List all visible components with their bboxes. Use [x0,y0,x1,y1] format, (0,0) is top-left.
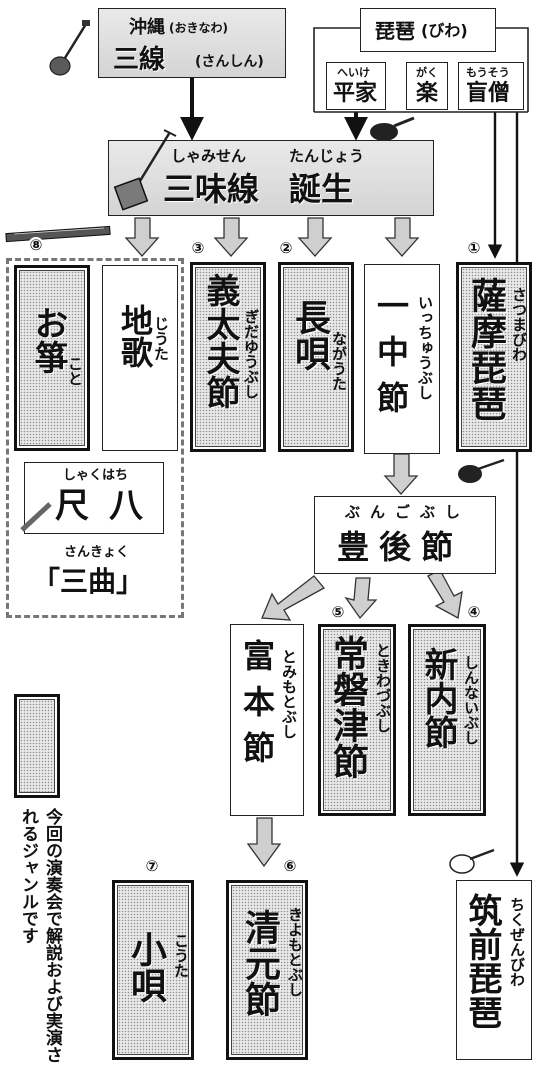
bungo-label: 豊後節 [337,528,464,566]
shinnai-reading: しんないぶし [462,655,480,745]
shakuhachi-label: 尺八 [55,486,163,526]
genre-nagauta: 長唄 ながうた [278,262,354,452]
biwa-instrument-icon [370,116,415,141]
chikuzen-reading: ちくぜんびわ [508,897,526,987]
sanshin-reading: (さんしん) [195,54,264,70]
shamisen-reading: しゃみせん [171,147,247,165]
gidayu-number: ③ [190,239,206,257]
koto-label: お箏 [28,306,68,374]
biwa-reading: (びわ) [421,21,468,40]
gray-arrow-jiuta [124,217,160,257]
genre-jiuta: 地歌 じうた [102,265,178,451]
biwa-moso-box: もうそう 盲僧 [458,62,524,110]
satsuma-number: ① [466,239,482,257]
itchu-reading: いっちゅうぶし [416,295,434,400]
moso-reading: もうそう [466,66,510,79]
chikuzen-label: 筑前琵琶 [462,893,502,1029]
tanjo-reading: たんじょう [289,147,365,165]
satsuma-biwa-icon [458,458,505,483]
gray-arrow-bungo [383,453,419,495]
tokiwazu-label: 常磐津節 [327,635,368,779]
sanshin-instrument-icon [49,20,90,76]
itchu-label: 一中節 [372,289,410,427]
kouta-label: 小唄 [125,931,166,1003]
shamisen-label: 三味線 [163,170,260,208]
tanjo-label: 誕生 [289,170,354,208]
genre-tokiwazu: 常磐津節 ときわづぶし [318,624,396,816]
koto-number: ⑧ [28,236,44,254]
sankyoku-label: 「三曲」 [32,565,145,598]
nagauta-reading: ながうた [330,331,348,391]
biwa-heike-box: へいけ 平家 [326,62,386,110]
genre-satsuma: 薩摩琵琶 さつまびわ [456,262,532,452]
gray-arrow-nagauta [297,217,333,257]
kiyomoto-label: 清元節 [239,909,280,1017]
chikuzen-biwa-icon [449,848,495,874]
sankyoku-reading: さんきょく [64,545,130,560]
moso-label: 盲僧 [466,81,511,106]
genre-koto: お箏 こと [14,265,90,451]
bungo-reading: ぶんごぶし [345,503,471,521]
genre-kouta: 小唄 こうた [112,880,194,1060]
biwa-gaku-box: がく 楽 [406,62,448,110]
shamisen-birth-box: しゃみせん たんじょう 三味線 誕生 [108,140,434,216]
gray-arrow-itchu [384,217,420,257]
sanshin-label: 三線 [113,45,166,75]
gidayu-label: 義太夫節 [200,273,240,409]
tomimoto-label: 富本節 [238,639,276,777]
jiuta-reading: じうた [152,316,170,361]
gray-arrow-shinnai [427,569,463,620]
heike-reading: へいけ [337,66,370,79]
okinawa-reading: (おきなわ) [169,21,228,35]
gray-arrow-kiyomoto [246,817,282,868]
tokiwazu-reading: ときわづぶし [374,643,392,733]
satsuma-label: 薩摩琵琶 [465,277,506,421]
sanshin-box: 沖縄 (おきなわ) 三線 (さんしん) [98,8,286,78]
shinnai-label: 新内節 [418,647,458,749]
sankyoku-group [6,258,184,618]
genre-kiyomoto: 清元節 きよもとぶし [226,880,308,1060]
tokiwazu-number: ⑤ [330,603,346,621]
shakuhachi-instrument-icon [20,502,52,532]
kouta-reading: こうた [172,933,190,978]
kiyomoto-number: ⑥ [282,857,298,875]
koto-instrument-icon [5,225,111,243]
kouta-number: ⑦ [144,857,160,875]
nagauta-number: ② [278,239,294,257]
shamisen-instrument-icon [113,129,177,211]
gray-arrow-tokiwazu [344,577,378,620]
okinawa-label: 沖縄 [129,17,165,38]
satsuma-reading: さつまびわ [510,287,528,362]
legend-swatch [14,694,60,798]
gaku-label: 楽 [416,81,439,106]
genre-tomimoto: 富本節 とみもとぶし [230,624,304,816]
shakuhachi-reading: しゃくはち [63,468,129,483]
shinnai-number: ④ [466,603,482,621]
biwa-title-box: 琵琶 (びわ) [360,8,496,52]
nagauta-label: 長唄 [289,299,330,371]
genre-bungo: ぶんごぶし 豊後節 [314,496,496,574]
genre-gidayu: 義太夫節 ぎだゆうぶし [190,262,266,452]
heike-label: 平家 [333,81,378,106]
gray-arrow-gidayu [213,217,249,257]
genre-chikuzen: 筑前琵琶 ちくぜんびわ [456,880,532,1060]
gray-arrow-tomimoto [261,575,326,621]
gidayu-reading: ぎだゆうぶし [242,309,260,399]
genre-shinnai: 新内節 しんないぶし [408,624,486,816]
genre-shakuhachi: しゃくはち 尺八 [24,462,164,534]
biwa-label: 琵琶 [375,19,415,43]
jiuta-label: 地歌 [116,304,154,368]
genre-itchu: 一中節 いっちゅうぶし [364,264,440,454]
gaku-reading: がく [416,66,438,79]
kiyomoto-reading: きよもとぶし [286,907,304,997]
tomimoto-reading: とみもとぶし [280,649,298,739]
koto-reading: こと [66,356,84,386]
legend-text: 今回の演奏会で解説および実演されるジャンルです [18,808,62,1063]
